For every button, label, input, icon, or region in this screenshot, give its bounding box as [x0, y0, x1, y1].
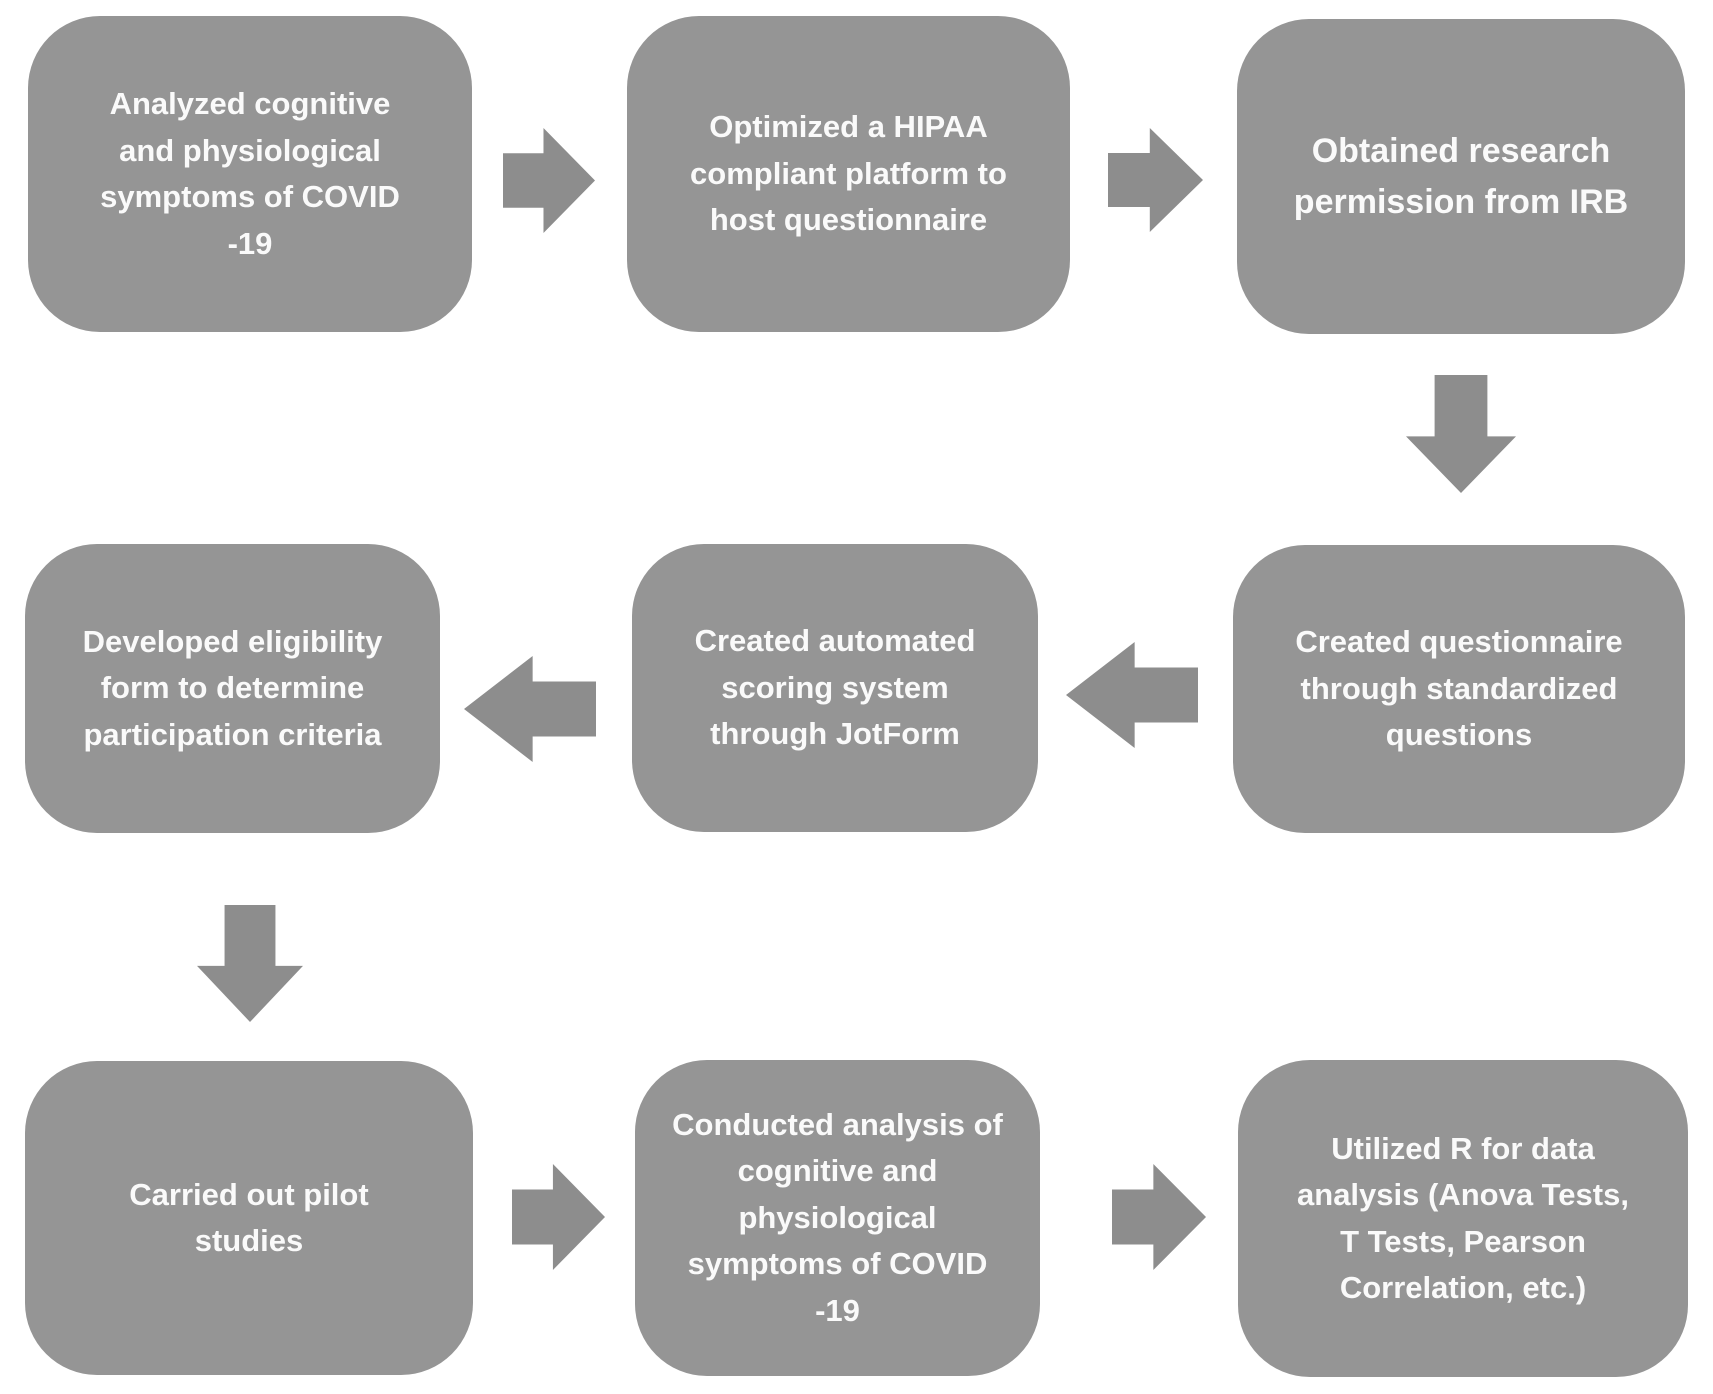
step-box-eligibility-form: Developed eligibility form to determine … [25, 544, 440, 833]
step-box-created-questionnaire: Created questionnaire through standardiz… [1233, 545, 1685, 833]
step-box-pilot-studies: Carried out pilot studies [25, 1061, 473, 1375]
flow-arrow-down-3-4-icon [1406, 375, 1516, 493]
flow-arrow-right-2-3-icon [1108, 128, 1203, 232]
step-label-r-data-analysis: Utilized R for data analysis (Anova Test… [1297, 1130, 1629, 1306]
flow-arrow-right-8-9-icon [1112, 1164, 1206, 1270]
step-label-pilot-studies: Carried out pilot studies [129, 1176, 369, 1259]
step-label-created-questionnaire: Created questionnaire through standardiz… [1295, 624, 1623, 753]
step-box-conducted-analysis: Conducted analysis of cognitive and phys… [635, 1060, 1040, 1376]
step-label-analyzed-symptoms: Analyzed cognitive and physiological sym… [100, 86, 400, 261]
flow-arrow-right-7-8-icon [512, 1164, 605, 1270]
step-label-scoring-system: Created automated scoring system through… [694, 623, 976, 752]
step-box-analyzed-symptoms: Analyzed cognitive and physiological sym… [28, 16, 472, 332]
step-box-irb-permission: Obtained research permission from IRB [1237, 19, 1685, 334]
step-box-scoring-system: Created automated scoring system through… [632, 544, 1038, 832]
flow-arrow-left-4-5-icon [1066, 642, 1198, 748]
step-label-eligibility-form: Developed eligibility form to determine … [82, 623, 383, 752]
flow-arrow-left-5-6-icon [464, 656, 596, 762]
step-label-irb-permission: Obtained research permission from IRB [1293, 131, 1629, 221]
step-box-hipaa-platform: Optimized a HIPAA compliant platform to … [627, 16, 1070, 332]
step-label-conducted-analysis: Conducted analysis of cognitive and phys… [672, 1106, 1003, 1328]
step-box-r-data-analysis: Utilized R for data analysis (Anova Test… [1238, 1060, 1688, 1377]
flow-arrow-right-1-2-icon [503, 128, 595, 233]
flow-arrow-down-6-7-icon [197, 905, 303, 1022]
step-label-hipaa-platform: Optimized a HIPAA compliant platform to … [690, 109, 1007, 238]
